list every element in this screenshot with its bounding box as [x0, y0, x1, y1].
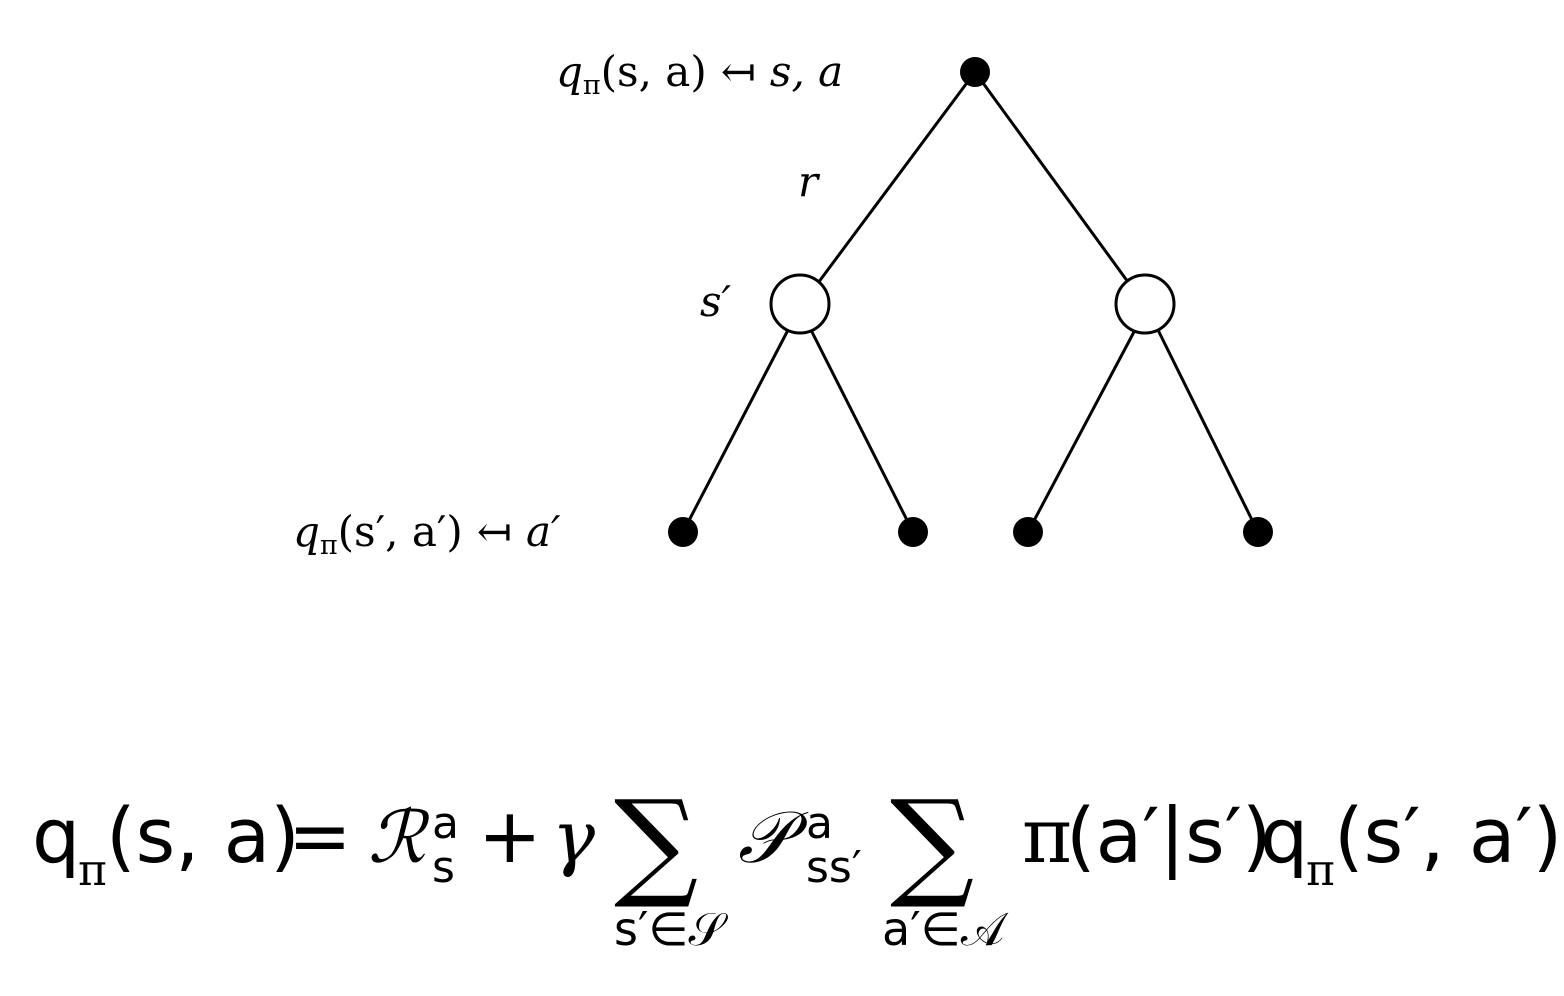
- eq-plus: +: [478, 791, 542, 880]
- leaf-action-node-2: [898, 517, 928, 547]
- eq-lhs-subscript: π: [78, 845, 107, 896]
- root-label: qπ(s, a) ↤ s, a: [556, 47, 843, 101]
- eq-reward-subscript: s: [432, 842, 455, 893]
- eq-transition-subscript: ss′: [806, 842, 862, 893]
- svg-text:qπ(s′, a′)↤a′: qπ(s′, a′) ↤ a′: [293, 507, 561, 561]
- edge-root-left-state: [816, 71, 977, 284]
- leaf-next-action: a′: [526, 507, 561, 556]
- edge-root-right-state: [973, 71, 1130, 283]
- leaf-action-node-1: [668, 517, 698, 547]
- eq-policy-args: (a′|s′): [1066, 791, 1272, 881]
- leaf-backup-arrow: ↤: [477, 507, 512, 556]
- eq-reward-R: ℛ: [368, 795, 430, 879]
- root-backup-arrow: ↤: [721, 47, 756, 96]
- eq-sum-states: ∑: [614, 774, 698, 912]
- eq-rhs-args: (s′, a′): [1334, 791, 1562, 880]
- leaf-q-args: (s′, a′): [338, 507, 463, 556]
- eq-sum-states-range: s′∈𝒮: [614, 902, 728, 956]
- eq-gamma: γ: [552, 795, 596, 879]
- root-state-action: s, a: [770, 47, 843, 96]
- edge-left-state-leaf-1: [681, 329, 790, 533]
- svg-text:qπ(s, a)↤s, a: qπ(s, a) ↤ s, a: [556, 47, 843, 101]
- leaf-action-node-4: [1243, 517, 1273, 547]
- next-state-label: s′: [700, 277, 732, 326]
- tree-nodes: [668, 57, 1273, 547]
- root-action-node: [960, 57, 990, 87]
- eq-rhs-subscript: π: [1306, 845, 1335, 896]
- eq-rhs-q: q: [1260, 791, 1308, 880]
- edge-right-state-leaf-4: [1156, 329, 1260, 533]
- state-node-left: [769, 273, 831, 335]
- tree-edges: [681, 71, 1260, 533]
- edge-left-state-leaf-2: [809, 329, 915, 533]
- root-q-symbol: q: [556, 47, 583, 96]
- eq-equals: =: [288, 791, 352, 880]
- root-q-subscript: π: [583, 70, 601, 101]
- edge-right-state-leaf-3: [1026, 329, 1137, 533]
- leaf-q-subscript: π: [320, 530, 338, 561]
- eq-reward-superscript: a: [432, 798, 459, 849]
- leaf-q-symbol: q: [293, 507, 320, 556]
- state-node-right: [1114, 273, 1176, 335]
- eq-transition-superscript: a: [806, 798, 833, 849]
- eq-sum-actions-range: a′∈𝒜: [882, 902, 1009, 956]
- bellman-equation: q π (s, a) = ℛ a s + γ ∑ s′∈𝒮 𝒫 a ss′ ∑ …: [32, 774, 1562, 956]
- reward-label: r: [798, 157, 821, 206]
- leaf-label: qπ(s′, a′) ↤ a′: [293, 507, 561, 561]
- eq-lhs-args: (s, a): [106, 791, 300, 880]
- leaf-action-node-3: [1013, 517, 1043, 547]
- eq-sum-actions: ∑: [890, 774, 974, 912]
- root-q-args: (s, a): [601, 47, 707, 96]
- eq-lhs-q: q: [32, 791, 80, 880]
- eq-transition-P: 𝒫: [738, 795, 809, 879]
- eq-policy-pi: π: [1022, 791, 1072, 880]
